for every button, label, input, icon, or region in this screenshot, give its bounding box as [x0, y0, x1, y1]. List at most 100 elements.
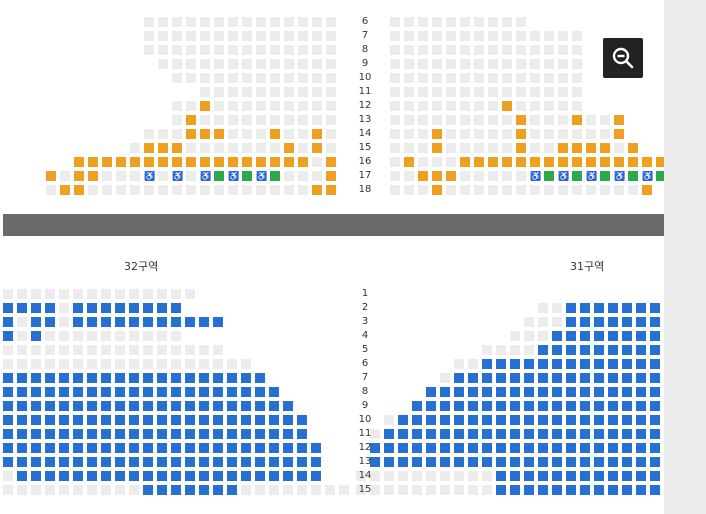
seat-available[interactable]	[3, 331, 13, 341]
seat-available[interactable]	[384, 429, 394, 439]
seat-available[interactable]	[101, 457, 111, 467]
seat-available[interactable]	[31, 443, 41, 453]
seat-available[interactable]	[59, 415, 69, 425]
seat-available[interactable]	[3, 401, 13, 411]
seat-available[interactable]	[87, 457, 97, 467]
seat-available[interactable]	[566, 457, 576, 467]
seat-available[interactable]	[31, 373, 41, 383]
seat-available[interactable]	[241, 387, 251, 397]
seat-available[interactable]	[3, 415, 13, 425]
seat-available[interactable]	[213, 387, 223, 397]
seat-available[interactable]	[608, 387, 618, 397]
seat-available[interactable]	[566, 485, 576, 495]
seat-available[interactable]	[594, 457, 604, 467]
seat-accessible[interactable]	[270, 171, 280, 181]
seat-available[interactable]	[73, 429, 83, 439]
seat-available[interactable]	[524, 387, 534, 397]
seat-available[interactable]	[454, 401, 464, 411]
seat-available[interactable]	[269, 443, 279, 453]
seat-available[interactable]	[200, 101, 210, 111]
seat-available[interactable]	[656, 157, 666, 167]
seat-available[interactable]	[524, 471, 534, 481]
seat-available[interactable]	[418, 171, 428, 181]
seat-available[interactable]	[482, 457, 492, 467]
seat-available[interactable]	[73, 303, 83, 313]
seat-available[interactable]	[572, 143, 582, 153]
seat-available[interactable]	[241, 443, 251, 453]
seat-accessible[interactable]	[628, 171, 638, 181]
seat-available[interactable]	[143, 471, 153, 481]
seat-available[interactable]	[370, 443, 380, 453]
seat-available[interactable]	[566, 471, 576, 481]
seat-available[interactable]	[213, 471, 223, 481]
seat-available[interactable]	[572, 115, 582, 125]
seat-available[interactable]	[594, 485, 604, 495]
seat-available[interactable]	[171, 443, 181, 453]
seat-available[interactable]	[241, 401, 251, 411]
seat-available[interactable]	[530, 157, 540, 167]
seat-available[interactable]	[269, 471, 279, 481]
seat-available[interactable]	[580, 401, 590, 411]
seat-available[interactable]	[636, 359, 646, 369]
seat-available[interactable]	[482, 387, 492, 397]
seat-available[interactable]	[566, 359, 576, 369]
seat-available[interactable]	[101, 387, 111, 397]
seat-available[interactable]	[608, 317, 618, 327]
seat-available[interactable]	[552, 457, 562, 467]
seat-available[interactable]	[412, 415, 422, 425]
seat-available[interactable]	[31, 387, 41, 397]
seat-available[interactable]	[552, 429, 562, 439]
seat-available[interactable]	[496, 359, 506, 369]
seat-available[interactable]	[650, 331, 660, 341]
seat-available[interactable]	[628, 157, 638, 167]
seat-available[interactable]	[129, 443, 139, 453]
seat-available[interactable]	[432, 185, 442, 195]
seat-available[interactable]	[101, 415, 111, 425]
seat-available[interactable]	[311, 457, 321, 467]
seat-available[interactable]	[171, 373, 181, 383]
seat-available[interactable]	[440, 401, 450, 411]
seat-available[interactable]	[608, 457, 618, 467]
seat-available[interactable]	[269, 457, 279, 467]
seat-available[interactable]	[59, 401, 69, 411]
seat-available[interactable]	[185, 429, 195, 439]
seat-available[interactable]	[73, 401, 83, 411]
seat-available[interactable]	[572, 157, 582, 167]
seat-available[interactable]	[45, 373, 55, 383]
seat-available[interactable]	[636, 303, 646, 313]
seat-available[interactable]	[115, 457, 125, 467]
seat-available[interactable]	[502, 101, 512, 111]
seat-available[interactable]	[566, 303, 576, 313]
seat-available[interactable]	[60, 185, 70, 195]
seat-available[interactable]	[129, 429, 139, 439]
seat-available[interactable]	[157, 401, 167, 411]
seat-available[interactable]	[538, 457, 548, 467]
seat-available[interactable]	[566, 401, 576, 411]
seat-available[interactable]	[608, 373, 618, 383]
seat-available[interactable]	[510, 401, 520, 411]
seat-available[interactable]	[650, 345, 660, 355]
seat-available[interactable]	[538, 345, 548, 355]
seat-available[interactable]	[426, 429, 436, 439]
seat-available[interactable]	[496, 415, 506, 425]
seat-available[interactable]	[552, 443, 562, 453]
seat-available[interactable]	[101, 401, 111, 411]
seat-available[interactable]	[129, 471, 139, 481]
seat-available[interactable]	[594, 331, 604, 341]
seat-available[interactable]	[426, 443, 436, 453]
seat-available[interactable]	[594, 345, 604, 355]
seat-available[interactable]	[594, 359, 604, 369]
seat-available[interactable]	[636, 317, 646, 327]
seat-available[interactable]	[552, 415, 562, 425]
seat-available[interactable]	[158, 143, 168, 153]
seat-available[interactable]	[384, 443, 394, 453]
seat-available[interactable]	[636, 387, 646, 397]
seat-available[interactable]	[45, 415, 55, 425]
seat-available[interactable]	[580, 471, 590, 481]
seat-available[interactable]	[538, 359, 548, 369]
seat-available[interactable]	[650, 401, 660, 411]
seat-available[interactable]	[87, 401, 97, 411]
seat-available[interactable]	[199, 457, 209, 467]
seat-available[interactable]	[482, 415, 492, 425]
seat-available[interactable]	[213, 317, 223, 327]
